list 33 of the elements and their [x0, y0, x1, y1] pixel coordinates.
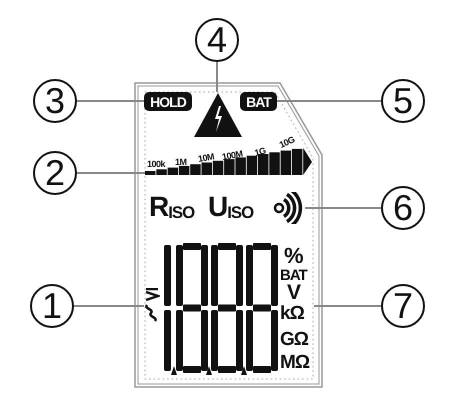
quantity-symbol: R$_{ISO}$ [149, 193, 194, 221]
unit-label: MΩ [280, 353, 310, 372]
quantity-symbol: U$_{ISO}$ [208, 193, 254, 221]
unit-label: V [287, 282, 300, 303]
unit-label: BAT [280, 268, 307, 283]
leader-line [74, 305, 144, 307]
scale-label: 1M [175, 158, 187, 167]
callout-number: 3 [33, 79, 77, 123]
callout-number: 4 [195, 18, 239, 62]
scale-label: 100k [147, 160, 166, 169]
scale-label: 10G [278, 135, 296, 150]
battery-indicator: BAT [240, 92, 277, 111]
callout-number: 5 [381, 79, 425, 123]
leader-line [77, 100, 144, 102]
unit-label: GΩ [280, 330, 308, 349]
bar-graph [145, 147, 313, 176]
leader-line [305, 207, 381, 209]
callout-number: 7 [381, 284, 425, 328]
scale-label: 10M [197, 152, 215, 164]
callout-number: 1 [30, 284, 74, 328]
unit-label: % [284, 245, 303, 267]
leader-line [216, 62, 218, 92]
ac-dc-symbol-icon [144, 288, 160, 322]
leader-line [77, 172, 145, 174]
scale-label: 100M [221, 150, 244, 162]
leader-line [277, 100, 381, 102]
warning-triangle-icon [193, 92, 243, 138]
callout-number: 6 [381, 186, 425, 230]
callout-number: 2 [33, 151, 77, 195]
unit-label: kΩ [280, 302, 314, 326]
leader-line [314, 305, 381, 307]
sound-icon [273, 192, 305, 224]
hold-indicator: HOLD [144, 92, 192, 111]
